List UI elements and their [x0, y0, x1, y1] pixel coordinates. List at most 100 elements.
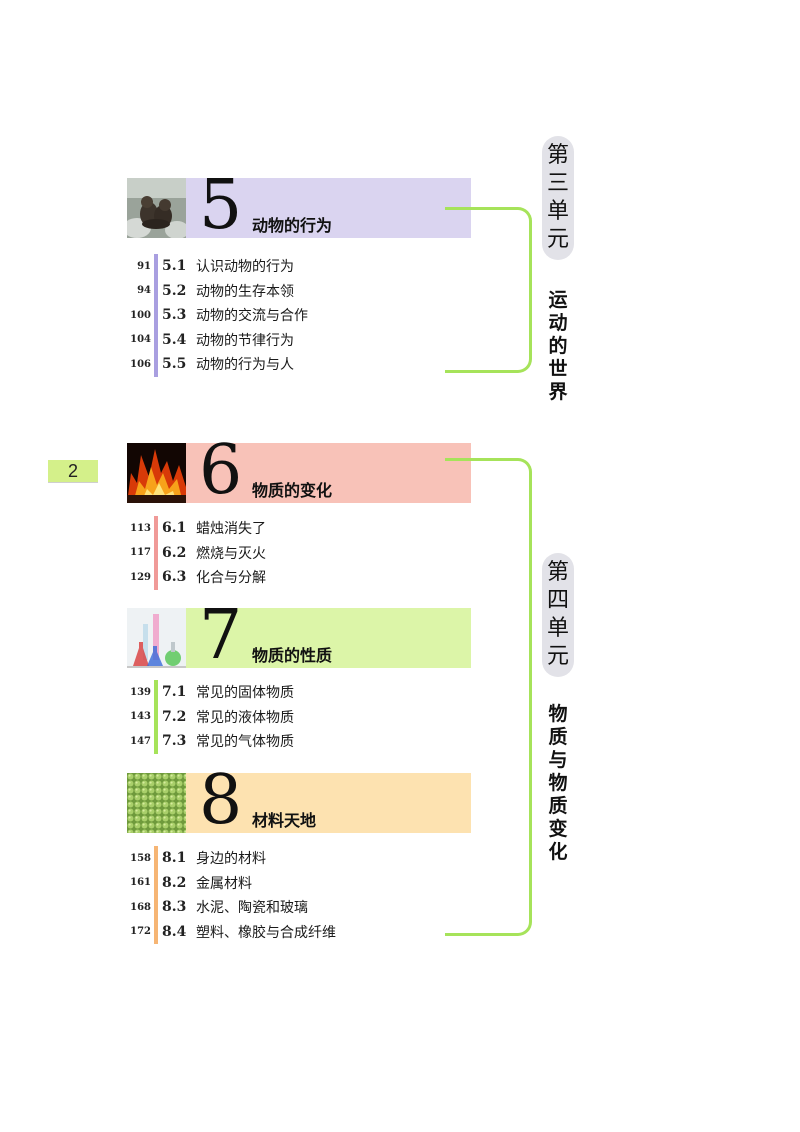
chapter-band	[186, 608, 471, 668]
entry-page: 139	[130, 686, 151, 698]
entry-title: 燃烧与灭火	[196, 545, 266, 562]
toc-entry[interactable]: 172 8.4 塑料、橡胶与合成纤维	[127, 919, 447, 944]
chapter-band	[186, 773, 471, 833]
entry-number: 5.2	[162, 282, 187, 299]
entry-number: 5.4	[162, 331, 187, 348]
entry-number: 5.5	[162, 356, 187, 373]
chapter-title: 物质的变化	[252, 481, 333, 500]
unit-3-bracket	[445, 207, 532, 373]
chapter-number: 7	[199, 596, 243, 675]
entry-title: 水泥、陶瓷和玻璃	[196, 900, 308, 917]
entry-title: 动物的节律行为	[196, 332, 294, 349]
entry-page: 104	[130, 334, 151, 346]
entry-page: 91	[137, 260, 151, 272]
entry-page: 168	[130, 901, 151, 913]
unit-4-title: 物质与物质变化	[548, 703, 568, 863]
entry-title: 金属材料	[196, 875, 252, 892]
page-number-underline	[48, 482, 98, 483]
entry-bar	[154, 516, 158, 541]
fire-photo	[127, 443, 186, 503]
green-pellets-photo	[127, 773, 186, 833]
entry-page: 94	[137, 285, 151, 297]
chapter-band	[186, 178, 471, 238]
entry-title: 动物的交流与合作	[196, 308, 308, 325]
entry-page: 106	[130, 358, 151, 370]
chapter-5-header[interactable]: 5 动物的行为	[127, 168, 471, 244]
entry-page: 143	[130, 711, 151, 723]
lab-glassware-photo	[127, 608, 186, 668]
entry-bar	[154, 303, 158, 328]
toc-entry[interactable]: 104 5.4 动物的节律行为	[127, 327, 447, 352]
entry-number: 8.4	[162, 923, 187, 940]
toc-entry[interactable]: 113 6.1 蜡烛消失了	[127, 516, 447, 541]
chapter-number: 8	[199, 761, 243, 840]
chapter-5-sections: 91 5.1 认识动物的行为 94 5.2 动物的生存本领 100 5.3 动物的交流与合作…	[127, 254, 447, 377]
chapter-7-sections: 139 7.1 常见的固体物质 143 7.2 常见的液体物质 147 7.3 常见的气体物…	[127, 680, 447, 754]
chapter-number: 5	[199, 166, 243, 245]
unit-3-title: 运动的世界	[548, 289, 568, 403]
chapter-title: 物质的性质	[252, 646, 333, 665]
entry-bar	[154, 870, 158, 895]
entry-bar	[154, 846, 158, 871]
chapter-title: 动物的行为	[252, 216, 333, 235]
entry-title: 蜡烛消失了	[196, 521, 266, 538]
entry-bar	[154, 919, 158, 944]
toc-entry[interactable]: 100 5.3 动物的交流与合作	[127, 303, 447, 328]
toc-entry[interactable]: 91 5.1 认识动物的行为	[127, 254, 447, 279]
toc-entry[interactable]: 158 8.1 身边的材料	[127, 846, 447, 871]
toc-entry[interactable]: 147 7.3 常见的气体物质	[127, 729, 447, 754]
entry-number: 5.3	[162, 307, 187, 324]
entry-bar	[154, 254, 158, 279]
chapter-number: 6	[199, 431, 243, 510]
entry-title: 常见的液体物质	[196, 709, 294, 726]
entry-bar	[154, 327, 158, 352]
entry-page: 117	[130, 547, 151, 559]
chapter-title: 材料天地	[252, 811, 317, 830]
chapter-7-header[interactable]: 7 物质的性质	[127, 598, 471, 674]
entry-bar	[154, 278, 158, 303]
entry-title: 常见的气体物质	[196, 734, 294, 751]
entry-bar	[154, 540, 158, 565]
entry-number: 8.1	[162, 850, 187, 867]
entry-bar	[154, 895, 158, 920]
entry-title: 身边的材料	[196, 851, 266, 868]
chapter-8-header[interactable]: 8 材料天地	[127, 763, 471, 839]
entry-number: 8.3	[162, 899, 187, 916]
entry-title: 塑料、橡胶与合成纤维	[196, 924, 336, 941]
entry-number: 7.1	[162, 684, 187, 701]
entry-number: 7.2	[162, 708, 187, 725]
entry-page: 113	[130, 522, 151, 534]
entry-page: 158	[130, 852, 151, 864]
entry-bar	[154, 729, 158, 754]
chapter-band	[186, 443, 471, 503]
entry-bar	[154, 565, 158, 590]
unit-3-label[interactable]: 第三单元	[542, 136, 574, 260]
toc-entry[interactable]: 139 7.1 常见的固体物质	[127, 680, 447, 705]
entry-bar	[154, 352, 158, 377]
entry-page: 172	[130, 926, 151, 938]
entry-title: 常见的固体物质	[196, 685, 294, 702]
entry-page: 147	[130, 735, 151, 747]
unit-4-label[interactable]: 第四单元	[542, 553, 574, 677]
entry-number: 5.1	[162, 258, 187, 275]
entry-number: 8.2	[162, 874, 187, 891]
entry-page: 100	[130, 309, 151, 321]
chapter-6-header[interactable]: 6 物质的变化	[127, 433, 471, 509]
entry-number: 7.3	[162, 733, 187, 750]
entry-title: 动物的生存本领	[196, 283, 294, 300]
toc-entry[interactable]: 143 7.2 常见的液体物质	[127, 704, 447, 729]
toc-entry[interactable]: 94 5.2 动物的生存本领	[127, 278, 447, 303]
toc-entry[interactable]: 168 8.3 水泥、陶瓷和玻璃	[127, 895, 447, 920]
monkeys-photo	[127, 178, 186, 238]
entry-title: 化合与分解	[196, 570, 266, 587]
entry-bar	[154, 704, 158, 729]
entry-bar	[154, 680, 158, 705]
entry-title: 认识动物的行为	[196, 259, 294, 276]
entry-number: 6.1	[162, 520, 187, 537]
